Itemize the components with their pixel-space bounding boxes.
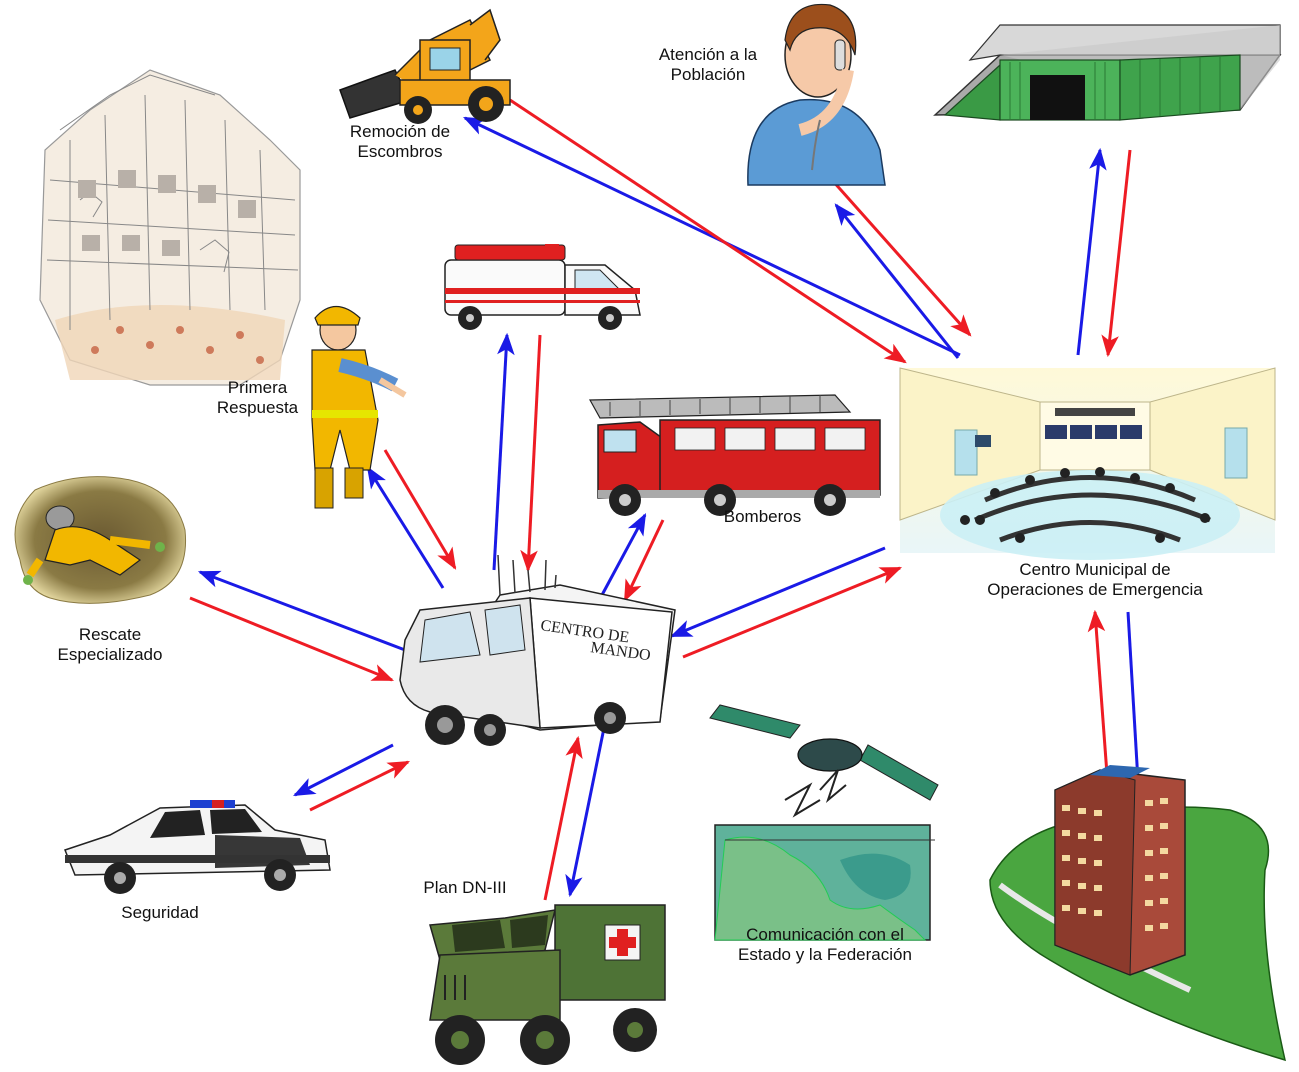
label-atencion-line2: Población (670, 65, 746, 84)
label-rescate-line1: Rescate (78, 625, 142, 644)
label-bomberos: Bomberos (715, 507, 810, 527)
government-tower-icon (989, 765, 1287, 1062)
label-primera-line1: Primera (227, 378, 288, 397)
arrow-mando-to-bomberos (600, 513, 647, 596)
label-remocion: Remoción de Escombros (335, 122, 465, 162)
arrow-bomberos-to-mando (623, 519, 665, 602)
military-ambulance-icon (429, 904, 666, 1065)
label-comunicacion-line2: Estado y la Federación (738, 945, 912, 964)
ambulance-icon (444, 244, 641, 330)
arrow-rescate-to-mando (189, 596, 395, 682)
arrow-mando-to-ambulancia (492, 332, 515, 571)
label-centro-municipal-line2: Operaciones de Emergencia (987, 580, 1203, 599)
operations-room-icon (899, 367, 1276, 560)
arrow-seguridad-to-mando (309, 760, 410, 812)
collapsed-building-icon (39, 69, 301, 386)
arrow-mando-to-dn3 (565, 727, 606, 898)
police-car-icon (64, 800, 331, 894)
label-plan-dn3: Plan DN-III (400, 878, 530, 898)
satellite-map-icon (709, 704, 939, 941)
arrow-municipal-to-remocion (463, 116, 961, 357)
backhoe-icon (339, 8, 511, 124)
arrow-ambulancia-to-mando (520, 334, 542, 573)
arrow-mando-to-seguridad (293, 743, 394, 797)
woman-phone-icon (747, 3, 886, 186)
label-comunicacion: Comunicación con el Estado y la Federaci… (700, 925, 950, 965)
label-bomberos-line1: Bomberos (723, 507, 802, 526)
arrow-remocion-to-municipal (509, 98, 907, 364)
arrow-almacen-to-municipal (1101, 149, 1132, 358)
label-centro-municipal: Centro Municipal de Operaciones de Emerg… (945, 560, 1245, 600)
label-plan-dn3-line1: Plan DN-III (423, 878, 507, 897)
arrow-dn3-to-mando (543, 735, 583, 901)
label-seguridad: Seguridad (95, 903, 225, 923)
label-rescate-line2: Especializado (57, 645, 163, 664)
fire-truck-icon (588, 394, 881, 516)
label-comunicacion-line1: Comunicación con el (746, 925, 904, 944)
firefighter-child-icon (311, 305, 407, 509)
label-primera: Primera Respuesta (200, 378, 315, 418)
arrow-municipal-to-mando (669, 546, 886, 638)
label-remocion-line2: Escombros (357, 142, 443, 161)
command-truck-icon: CENTRO DE MANDO (399, 554, 676, 746)
arrow-municipal-to-almacen (1076, 147, 1107, 356)
label-atencion-line1: Atención a la (658, 45, 758, 64)
arrow-mando-to-rescate (197, 570, 406, 652)
arrow-atencion-to-municipal (830, 179, 972, 337)
label-primera-line2: Respuesta (216, 398, 299, 417)
label-rescate: Rescate Especializado (25, 625, 195, 665)
arrow-mando-to-primera (366, 466, 445, 589)
arrow-mando-to-municipal (682, 566, 903, 659)
rescuer-icon (14, 476, 187, 604)
label-centro-municipal-line1: Centro Municipal de (1019, 560, 1171, 579)
warehouse-icon (933, 24, 1282, 121)
label-atencion: Atención a la Población (638, 45, 778, 85)
label-remocion-line1: Remoción de (349, 122, 451, 141)
label-seguridad-line1: Seguridad (121, 903, 199, 922)
arrow-primera-to-mando (383, 449, 457, 570)
arrow-municipal-to-atencion (834, 203, 960, 359)
